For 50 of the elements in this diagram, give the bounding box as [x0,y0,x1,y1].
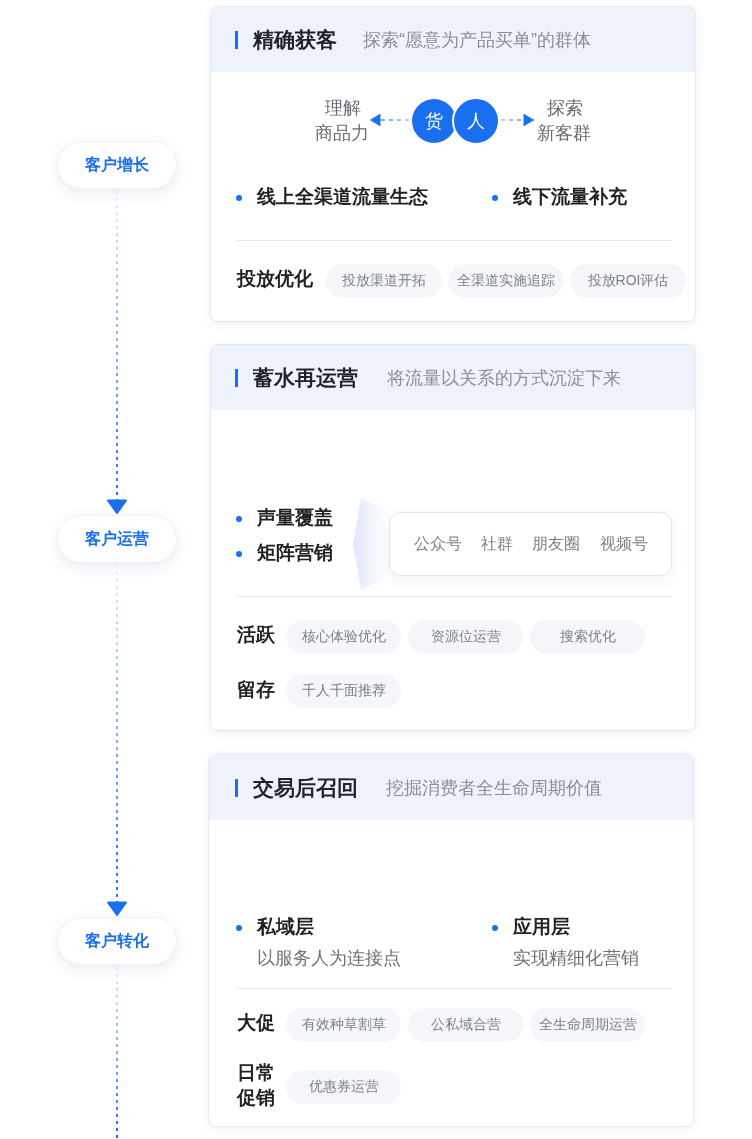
dashed-arrow [369,113,410,127]
callout-box [389,512,672,576]
bullet-text: 线下流量补充 [513,185,627,209]
card [208,754,694,1127]
channel-text: 公众号 [414,534,462,554]
bullet-text: 应用层 [513,915,570,939]
row-label: 投放优化 [237,267,313,291]
card-subtitle: 挖掘消费者全生命周期价值 [386,777,602,800]
bullet-text: 私域层 [257,915,314,939]
dashed-arrow [107,564,127,916]
circle-node: 货 [412,99,456,143]
card-subtitle: 探索“愿意为产品买单”的群体 [363,29,591,52]
row-label: 大促 [237,1011,275,1035]
tag: 投放渠道开拓 [326,264,442,298]
channel-text: 视频号 [600,534,648,554]
channel-text: 朋友圈 [532,534,580,554]
bullet-note: 以服务人为连接点 [257,947,401,970]
dashed-arrow [500,113,535,127]
card-subtitle: 将流量以关系的方式沉淀下来 [387,367,621,390]
bullet-note: 实现精细化营销 [513,947,639,970]
bullet-text: 声量覆盖 [257,506,333,530]
stage-pill: 客户运营 [57,515,177,563]
row-label: 活跃 [237,623,275,647]
tag: 全生命周期运营 [530,1008,645,1042]
card [210,344,696,731]
dashed-arrow [107,190,127,514]
circle-node: 人 [452,97,500,145]
card [210,6,696,322]
side-text: 探索新客群 [536,96,592,146]
stage-pill: 客户增长 [57,141,177,189]
row-label: 留存 [237,678,275,702]
tag: 优惠券运营 [286,1070,401,1104]
card-title: 交易后召回 [253,775,358,801]
tag: 投放ROI评估 [570,264,686,298]
tag: 搜索优化 [530,620,645,654]
card-title: 精确获客 [253,27,337,53]
tag: 核心体验优化 [286,620,401,654]
bullet-text: 矩阵营销 [257,541,333,565]
tag: 公私域合营 [408,1008,523,1042]
stage-pill: 客户转化 [57,917,177,965]
row-label: 日常促销 [237,1061,276,1110]
dashed-line [116,966,118,1139]
tag: 有效种草割草 [286,1008,401,1042]
tag: 千人千面推荐 [286,674,401,708]
bullet-text: 线上全渠道流量生态 [257,185,428,209]
card-title: 蓄水再运营 [253,365,358,391]
channel-text: 社群 [481,534,513,554]
side-text: 理解商品力 [314,96,370,146]
tag: 全渠道实施追踪 [448,264,563,298]
tag: 资源位运营 [408,620,523,654]
